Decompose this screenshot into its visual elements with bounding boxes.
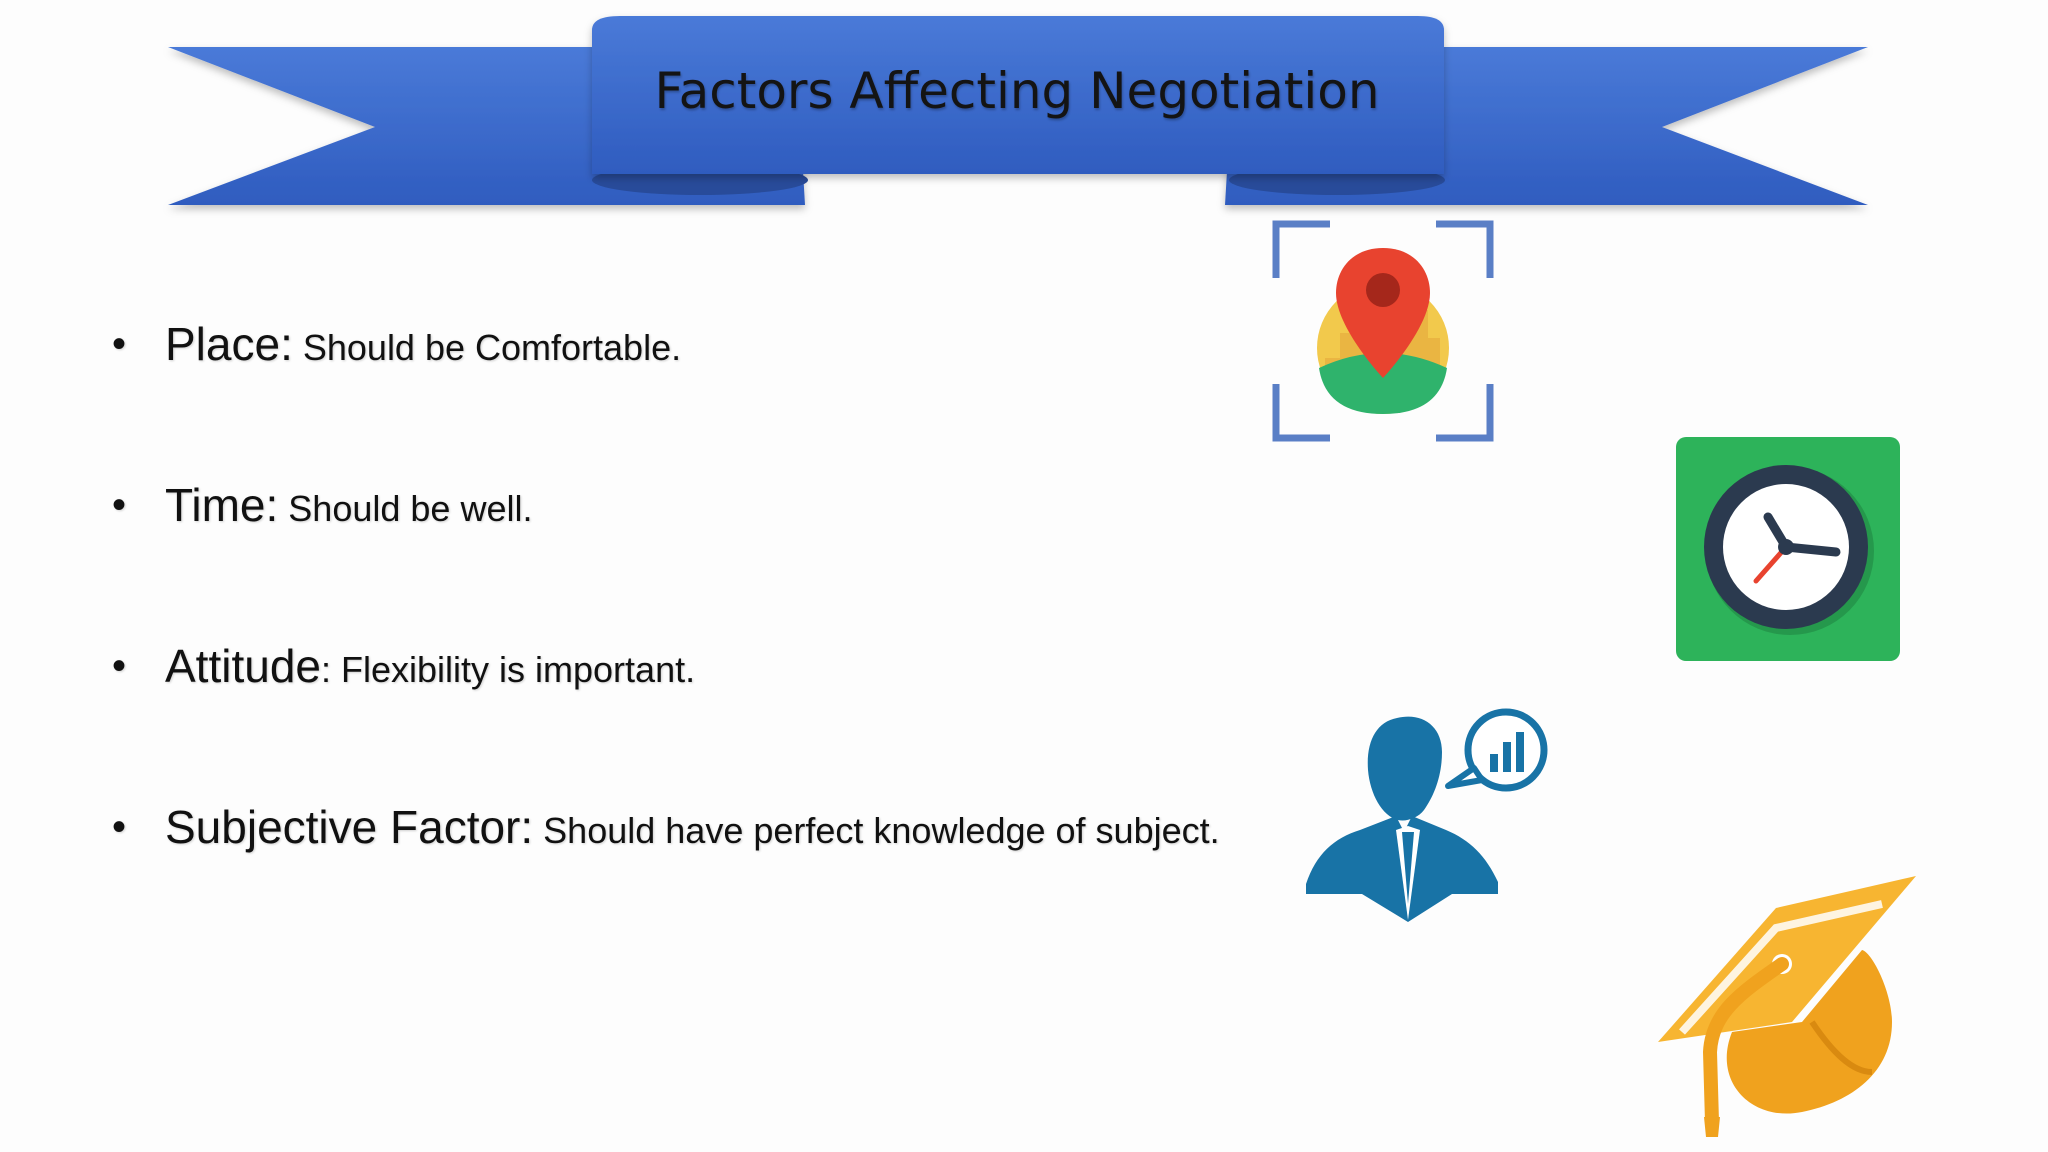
factor-term: Place:: [165, 318, 293, 370]
factor-term: Subjective Factor:: [165, 801, 534, 853]
graduation-cap-icon: [1652, 872, 1922, 1142]
factor-description: Should be Comfortable.: [292, 327, 682, 368]
bullet-dot: •: [112, 322, 127, 366]
title-ribbon-banner: [168, 16, 1868, 205]
factor-description: Should be well.: [278, 488, 533, 529]
bullet-dot: •: [112, 805, 127, 849]
factor-description: Should have perfect knowledge of subject…: [533, 810, 1220, 851]
factor-term: Attitude: [165, 640, 321, 692]
location-pin-icon: [1270, 218, 1496, 444]
ribbon-center-band: [592, 16, 1444, 174]
factor-term: Time:: [165, 479, 279, 531]
term-line: Attitude: Flexibility is important.: [165, 636, 695, 700]
businessman-chart-icon: [1302, 704, 1556, 926]
bullet-dot: •: [112, 644, 127, 688]
term-line: Subjective Factor: Should have perfect k…: [165, 797, 1220, 861]
factor-list: • Place: Should be Comfortable. • Time: …: [112, 314, 1312, 958]
list-item-attitude: • Attitude: Flexibility is important.: [112, 636, 1312, 797]
bullet-dot: •: [112, 483, 127, 527]
list-item-subjective-factor: • Subjective Factor: Should have perfect…: [112, 797, 1312, 958]
clock-icon: [1676, 437, 1900, 661]
term-line: Place: Should be Comfortable.: [165, 314, 681, 378]
term-line: Time: Should be well.: [165, 475, 532, 539]
slide-title: Factors Affecting Negotiation: [654, 62, 1380, 120]
list-item-time: • Time: Should be well.: [112, 475, 1312, 636]
list-item-place: • Place: Should be Comfortable.: [112, 314, 1312, 475]
factor-description: : Flexibility is important.: [321, 649, 696, 690]
